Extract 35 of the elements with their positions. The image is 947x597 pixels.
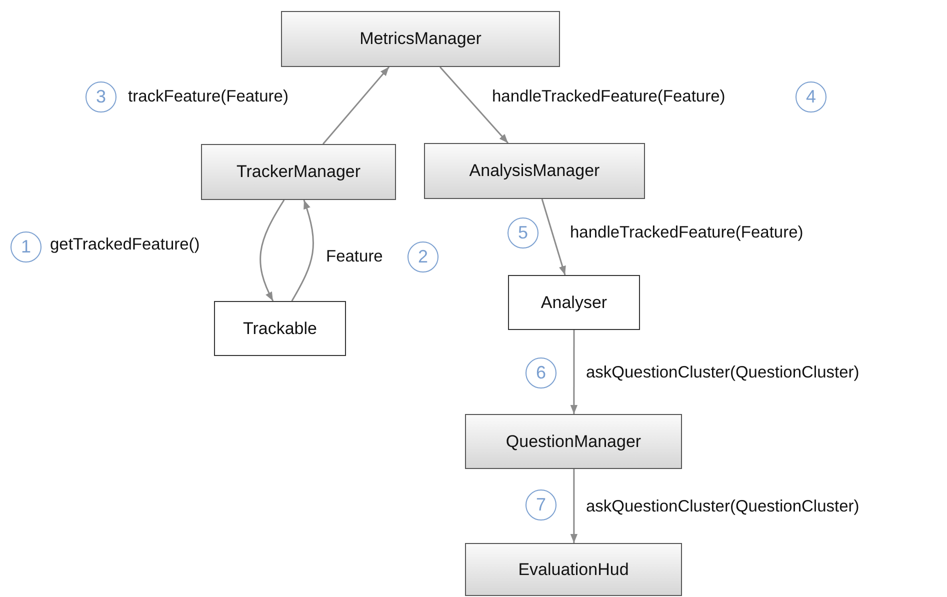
callout-number: 1 bbox=[10, 232, 42, 262]
class-name: Trackable bbox=[242, 318, 317, 338]
callout-number: 5 bbox=[508, 218, 538, 248]
edge-label: askQuestionCluster(QuestionCluster) bbox=[586, 364, 860, 382]
callout-number: 3 bbox=[86, 82, 116, 112]
arrow bbox=[570, 469, 578, 543]
class-name: AnalysisManager bbox=[469, 161, 600, 181]
callout-number: 6 bbox=[526, 358, 556, 388]
arrow bbox=[541, 198, 566, 276]
class-name: TrackerManager bbox=[236, 162, 361, 182]
arrow bbox=[570, 330, 578, 414]
class-box bbox=[465, 414, 682, 469]
class-name: QuestionManager bbox=[506, 432, 642, 452]
class-name: EvaluationHud bbox=[518, 560, 629, 580]
edge-label: handleTrackedFeature(Feature) bbox=[570, 224, 804, 242]
arrow bbox=[291, 200, 314, 302]
arrow bbox=[322, 66, 390, 144]
class-box bbox=[424, 143, 645, 199]
class-name: MetricsManager bbox=[360, 29, 482, 49]
arrow bbox=[260, 200, 285, 302]
callout-number: 7 bbox=[526, 490, 556, 520]
callout-number: 4 bbox=[796, 82, 826, 112]
class-box bbox=[214, 301, 346, 356]
class-box bbox=[465, 543, 682, 596]
class-name: Analyser bbox=[540, 292, 608, 312]
class-box bbox=[281, 11, 560, 67]
edge-label: trackFeature(Feature) bbox=[128, 88, 288, 106]
arrow bbox=[439, 66, 509, 144]
edge-label: askQuestionCluster(QuestionCluster) bbox=[586, 498, 860, 516]
edge-label: handleTrackedFeature(Feature) bbox=[492, 88, 726, 106]
class-box bbox=[508, 275, 640, 330]
edge-label: getTrackedFeature() bbox=[50, 236, 200, 254]
edge-label: Feature bbox=[326, 248, 383, 266]
callout-number: 2 bbox=[408, 242, 438, 272]
class-box bbox=[201, 144, 396, 200]
